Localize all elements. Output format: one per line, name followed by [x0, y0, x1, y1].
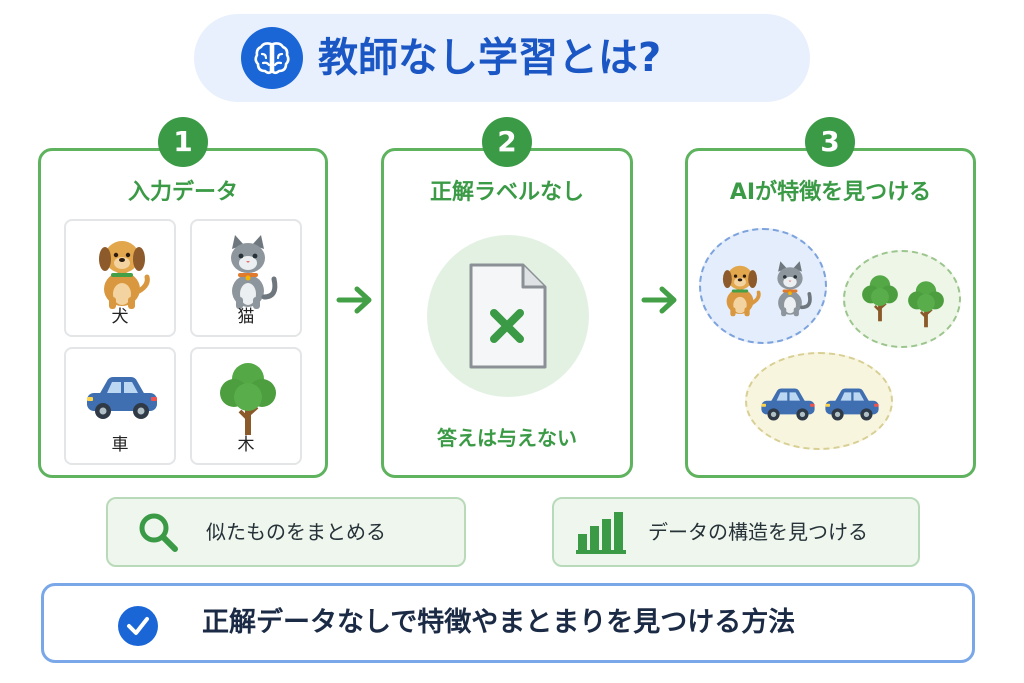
- input-tile-tree: 木: [190, 347, 302, 465]
- step-number-2: 2: [482, 117, 532, 167]
- step-title-2: 正解ラベルなし: [429, 180, 584, 205]
- tile-label: 犬: [111, 307, 129, 327]
- step-title-3: AIが特徴を見つける: [729, 180, 932, 205]
- step-number-1: 1: [158, 117, 208, 167]
- input-tile-cat: 猫: [190, 219, 302, 337]
- cluster-trees: [843, 250, 961, 348]
- step-number-3: 3: [805, 117, 855, 167]
- tree-icon: [218, 361, 278, 437]
- dog-icon: [87, 231, 157, 311]
- cat-icon: [775, 259, 812, 318]
- summary-box: 正解データなしで特徴やまとまりを見つける方法: [41, 583, 975, 663]
- input-tile-dog: 犬: [64, 219, 176, 337]
- tree-icon: [860, 273, 900, 323]
- tile-label: 木: [237, 435, 255, 455]
- feature-group-similar: 似たものをまとめる: [106, 497, 466, 567]
- brain-icon: [241, 27, 303, 89]
- dog-icon: [721, 263, 761, 318]
- no-answer-text: 答えは与えない: [437, 426, 577, 450]
- cluster-cars: [745, 352, 893, 450]
- step-title-1: 入力データ: [127, 180, 238, 205]
- cluster-animals: [699, 228, 827, 344]
- car-icon: [87, 377, 157, 419]
- bar-chart-icon: [576, 512, 626, 554]
- document-cross-icon: [469, 263, 547, 369]
- feature-text: データの構造を見つける: [648, 520, 868, 544]
- tree-icon: [906, 279, 946, 329]
- no-label-illustration: [427, 235, 589, 397]
- tile-label: 猫: [237, 307, 255, 327]
- arrow-right-icon: [336, 286, 372, 314]
- input-tile-car: 車: [64, 347, 176, 465]
- arrow-right-icon: [641, 286, 677, 314]
- feature-find-structure: データの構造を見つける: [552, 497, 920, 567]
- car-icon: [825, 388, 879, 421]
- summary-text: 正解データなしで特徴やまとまりを見つける方法: [202, 607, 796, 638]
- cat-icon: [213, 231, 283, 311]
- feature-text: 似たものをまとめる: [206, 520, 386, 544]
- magnifier-icon: [139, 513, 178, 552]
- car-icon: [761, 388, 815, 421]
- check-icon: [118, 606, 158, 646]
- page-title: 教師なし学習とは?: [318, 35, 662, 81]
- tile-label: 車: [111, 435, 129, 455]
